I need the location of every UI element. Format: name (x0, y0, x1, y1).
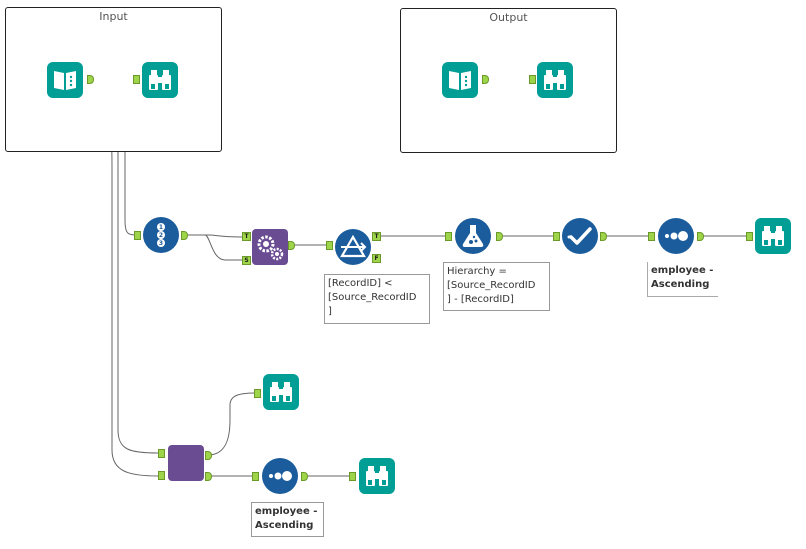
sort-bottom-input-anchor[interactable] (252, 472, 259, 481)
filter-annotation: [RecordID] < [Source_RecordID ] (324, 274, 430, 324)
join-upper-output-anchor[interactable] (205, 451, 212, 460)
output-data-tool[interactable] (442, 62, 478, 98)
recordid-input-anchor[interactable] (134, 231, 141, 240)
binoculars-icon (762, 226, 784, 246)
book-input-icon (449, 71, 471, 90)
sort-tool-bottom[interactable] (262, 458, 298, 494)
join-right-anchor[interactable] (158, 471, 165, 480)
record-id-icon: 1 2 3 (157, 223, 165, 247)
browse-join-input-anchor[interactable] (254, 389, 261, 398)
svg-text:1: 1 (159, 224, 163, 231)
browse-tool-bottom[interactable] (359, 458, 395, 494)
formula-input-anchor[interactable] (445, 232, 452, 241)
record-id-tool[interactable]: 1 2 3 (143, 217, 179, 253)
flask-icon (462, 225, 484, 247)
join-left-anchor[interactable] (158, 449, 165, 458)
binoculars-icon (544, 70, 566, 90)
input-container[interactable]: Input (5, 7, 222, 152)
gears-icon (257, 235, 284, 261)
binoculars-icon (149, 70, 171, 90)
filter-true-anchor[interactable]: T (372, 232, 381, 241)
sort-tool[interactable] (658, 218, 694, 254)
browse-output-anchor[interactable] (529, 75, 536, 84)
join-tool[interactable] (168, 445, 204, 481)
browse-tool-input[interactable] (142, 62, 178, 98)
filter-input-anchor[interactable] (326, 241, 333, 250)
book-input-icon (54, 71, 76, 90)
append-source-anchor[interactable]: S (242, 256, 251, 265)
formula-tool[interactable] (455, 218, 491, 254)
sort-input-anchor[interactable] (648, 232, 655, 241)
filter-triangle-icon (340, 234, 367, 258)
recordid-output-anchor[interactable] (181, 231, 188, 240)
sort-bottom-annotation: employee - Ascending (251, 502, 324, 537)
input-output-anchor[interactable] (87, 75, 94, 84)
input-container-title: Input (99, 10, 128, 23)
formula-annotation: Hierarchy = [Source_RecordID ] - [Record… (443, 262, 550, 311)
browse-input-anchor[interactable] (133, 75, 140, 84)
browse-tool-join[interactable] (263, 374, 299, 410)
binoculars-icon (270, 382, 292, 402)
svg-text:2: 2 (159, 232, 163, 239)
purple-block-icon (168, 445, 204, 481)
input-data-tool[interactable] (47, 62, 83, 98)
select-output-anchor[interactable] (600, 232, 607, 241)
browse-bottom-input-anchor[interactable] (349, 472, 356, 481)
append-target-anchor[interactable]: T (242, 232, 251, 241)
select-tool[interactable] (562, 218, 598, 254)
append-fields-tool[interactable] (252, 229, 288, 265)
output-data-anchor[interactable] (482, 75, 489, 84)
append-output-anchor[interactable] (288, 241, 295, 250)
dots-icon (269, 471, 292, 481)
filter-tool[interactable] (335, 229, 371, 265)
join-lower-output-anchor[interactable] (205, 472, 212, 481)
browse-tool-output[interactable] (537, 62, 573, 98)
sort-output-anchor[interactable] (697, 232, 704, 241)
svg-text:3: 3 (159, 240, 163, 247)
dots-icon (665, 231, 688, 241)
select-input-anchor[interactable] (553, 232, 560, 241)
output-container[interactable]: Output (400, 8, 617, 153)
checkmark-icon (567, 227, 592, 245)
browse-tool-main[interactable] (755, 218, 791, 254)
sort-bottom-output-anchor[interactable] (301, 472, 308, 481)
browse-main-input-anchor[interactable] (746, 232, 753, 241)
sort-annotation: employee - Ascending (647, 262, 718, 297)
binoculars-icon (366, 466, 388, 486)
output-container-title: Output (489, 11, 528, 24)
filter-false-anchor[interactable]: F (372, 254, 381, 263)
formula-output-anchor[interactable] (496, 232, 503, 241)
